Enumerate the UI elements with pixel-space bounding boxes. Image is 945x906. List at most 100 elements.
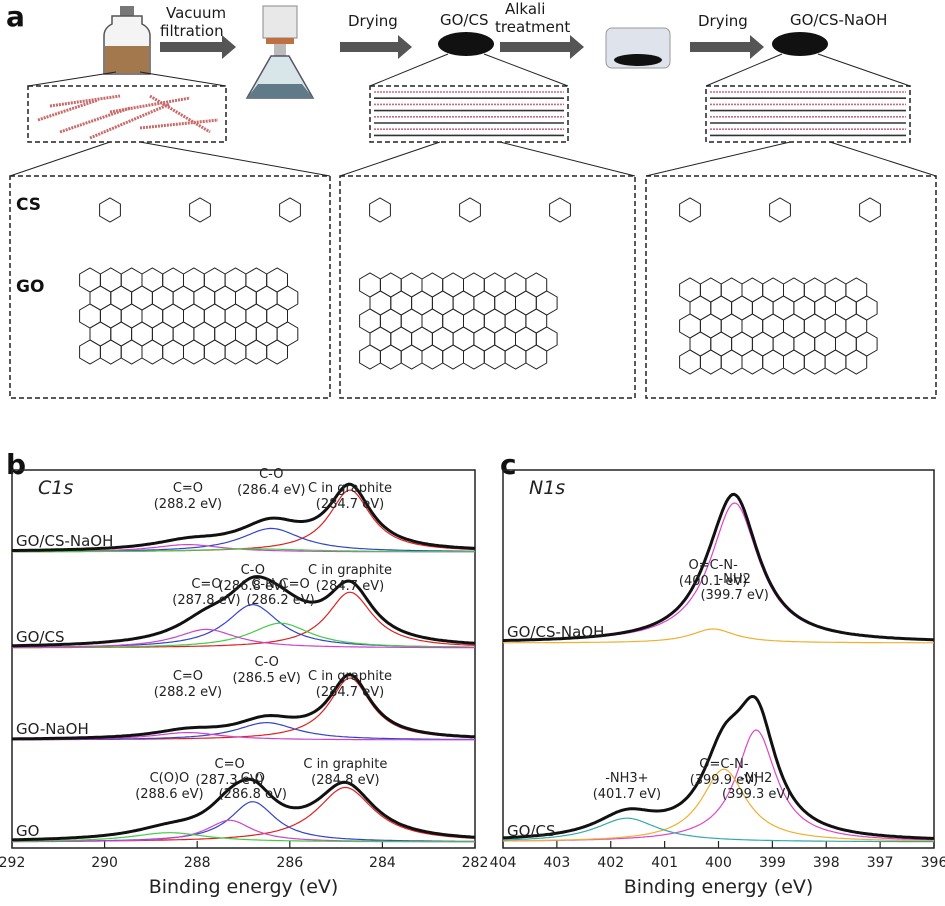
x-tick-label: 402 bbox=[597, 855, 624, 871]
sugar-ring bbox=[769, 197, 791, 223]
annotation-label: C-O bbox=[254, 655, 278, 670]
hex-ring bbox=[483, 344, 506, 370]
hex-ring bbox=[855, 331, 878, 357]
hex-ring bbox=[762, 277, 784, 303]
annotation-energy: (288.6 eV) bbox=[135, 787, 203, 802]
envelope-line bbox=[12, 777, 476, 842]
annotation-energy: (401.7 eV) bbox=[593, 787, 661, 802]
x-tick-label: 282 bbox=[462, 855, 489, 871]
x-tick-label: 284 bbox=[369, 855, 396, 871]
hex-ring bbox=[183, 267, 205, 293]
hex-ring bbox=[110, 285, 133, 311]
hex-ring bbox=[421, 344, 444, 370]
hex-ring bbox=[89, 321, 112, 347]
annotation-label: C=O bbox=[173, 669, 203, 684]
plot-frame bbox=[11, 469, 476, 849]
hex-ring bbox=[689, 295, 712, 321]
annotation-energy: (286.8 eV) bbox=[219, 787, 287, 802]
hex-ring bbox=[679, 349, 701, 375]
hex-ring bbox=[803, 349, 826, 375]
hex-ring bbox=[783, 349, 805, 375]
hex-ring bbox=[245, 339, 268, 365]
hex-ring bbox=[411, 326, 433, 352]
hex-ring bbox=[835, 295, 857, 321]
hex-ring bbox=[494, 326, 516, 352]
envelope-line bbox=[12, 673, 476, 741]
envelope-line bbox=[12, 575, 476, 648]
hex-ring bbox=[390, 290, 413, 316]
hex-ring bbox=[400, 272, 423, 298]
arrow-icon bbox=[500, 35, 584, 59]
hex-ring bbox=[535, 290, 558, 316]
component-peak bbox=[502, 817, 934, 843]
molecular-structures bbox=[79, 197, 881, 375]
hex-ring bbox=[720, 349, 743, 375]
annotation-energy: (399.3 eV) bbox=[722, 787, 790, 802]
annotation-energy: (286.2 eV) bbox=[246, 593, 314, 608]
hex-ring bbox=[762, 349, 784, 375]
component-peak bbox=[12, 548, 475, 553]
annotation-label: C in graphite bbox=[303, 757, 387, 772]
hex-ring bbox=[193, 285, 216, 311]
hex-ring bbox=[525, 344, 548, 370]
hex-ring bbox=[824, 277, 847, 303]
hex-ring bbox=[710, 295, 733, 321]
component-peak bbox=[503, 628, 934, 644]
hex-ring bbox=[203, 339, 226, 365]
hex-ring bbox=[442, 344, 464, 370]
hex-ring bbox=[535, 326, 558, 352]
hex-ring bbox=[741, 313, 764, 339]
annotation-energy: (399.7 eV) bbox=[700, 588, 768, 603]
annotation-label: C in graphite bbox=[308, 563, 392, 578]
annotation-energy: (284.7 eV) bbox=[316, 497, 384, 512]
sugar-ring bbox=[859, 197, 881, 223]
sugar-ring bbox=[679, 197, 701, 223]
hex-ring bbox=[483, 272, 506, 298]
hex-ring bbox=[400, 344, 423, 370]
step-vacuum: Vacuum bbox=[166, 4, 226, 22]
hex-ring bbox=[131, 321, 153, 347]
hex-ring bbox=[245, 267, 268, 293]
step-gocs: GO/CS bbox=[440, 11, 488, 29]
hex-ring bbox=[379, 308, 402, 334]
fiber bbox=[49, 94, 121, 108]
hex-ring bbox=[473, 326, 496, 352]
hex-ring bbox=[855, 295, 878, 321]
hex-ring bbox=[359, 272, 381, 298]
series-label: GO bbox=[16, 822, 39, 840]
annotation-label: C-O bbox=[259, 467, 283, 482]
hex-ring bbox=[183, 303, 205, 329]
hex-ring bbox=[421, 272, 444, 298]
hex-ring bbox=[515, 290, 537, 316]
annotation-energy: (284.7 eV) bbox=[316, 685, 384, 700]
hex-ring bbox=[431, 290, 454, 316]
hex-ring bbox=[411, 290, 433, 316]
sugar-ring bbox=[459, 197, 481, 223]
hex-ring bbox=[452, 290, 475, 316]
x-tick-label: 403 bbox=[544, 855, 571, 871]
hex-ring bbox=[172, 321, 195, 347]
fiber bbox=[109, 96, 191, 114]
hex-ring bbox=[245, 303, 268, 329]
x-tick-label: 288 bbox=[184, 855, 211, 871]
hex-ring bbox=[835, 331, 857, 357]
hex-ring bbox=[845, 349, 868, 375]
x-tick-label: 397 bbox=[867, 855, 894, 871]
molecule-box-1 bbox=[9, 175, 331, 399]
annotation-label: -NH2 bbox=[718, 572, 750, 587]
hex-ring bbox=[814, 295, 836, 321]
filtration-flask-icon bbox=[245, 5, 315, 99]
hex-ring bbox=[494, 290, 516, 316]
hex-ring bbox=[379, 344, 402, 370]
sugar-ring bbox=[549, 197, 571, 223]
chart-title: N1s bbox=[529, 477, 565, 499]
hex-ring bbox=[151, 285, 174, 311]
annotation-label: -NH2 bbox=[740, 771, 772, 786]
hex-ring bbox=[359, 344, 381, 370]
hex-ring bbox=[783, 277, 805, 303]
panel-a-label: a bbox=[6, 0, 25, 33]
hex-ring bbox=[89, 285, 112, 311]
hex-ring bbox=[525, 308, 548, 334]
